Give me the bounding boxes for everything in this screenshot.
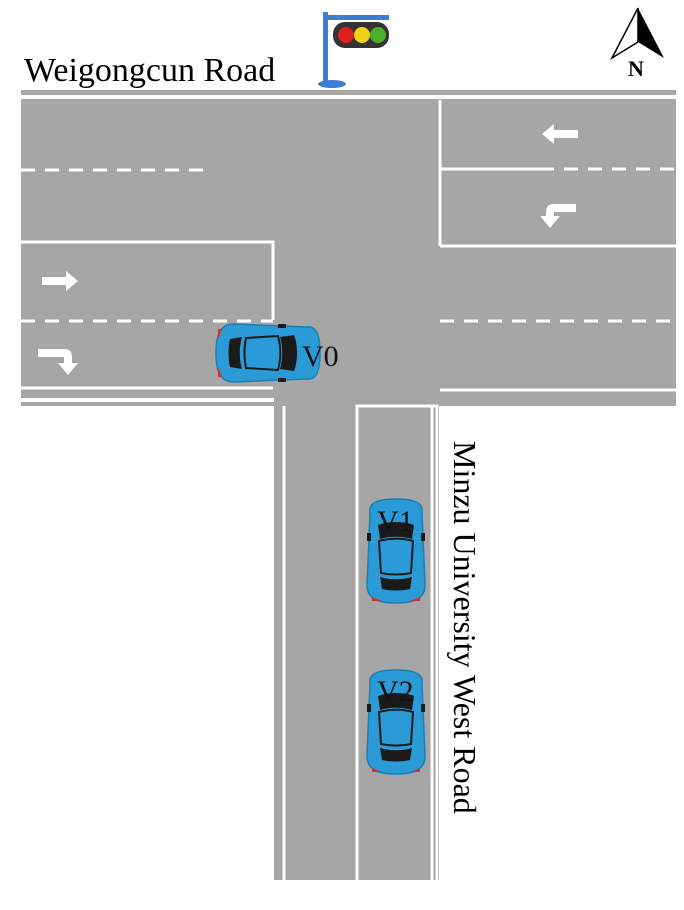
arrow-west-left-turn-icon <box>540 204 576 228</box>
vehicle-v1-label: V1 <box>377 505 414 538</box>
vehicle-v0-label: V0 <box>302 340 339 373</box>
signal-green-lamp <box>370 27 386 43</box>
traffic-light-icon <box>318 12 389 88</box>
vehicle-v2-label: V2 <box>377 675 414 708</box>
arrow-east-right-turn-icon <box>38 349 78 375</box>
north-label: N <box>628 56 644 81</box>
signal-yellow-lamp <box>354 27 370 43</box>
road-markings <box>21 95 676 880</box>
road-name-weigongcun: Weigongcun Road <box>24 52 276 89</box>
signal-red-lamp <box>338 27 354 43</box>
road-name-minzu-university-west: Minzu University West Road <box>447 441 483 814</box>
north-arrow-icon: N <box>610 7 664 81</box>
horizontal-road <box>21 90 676 406</box>
